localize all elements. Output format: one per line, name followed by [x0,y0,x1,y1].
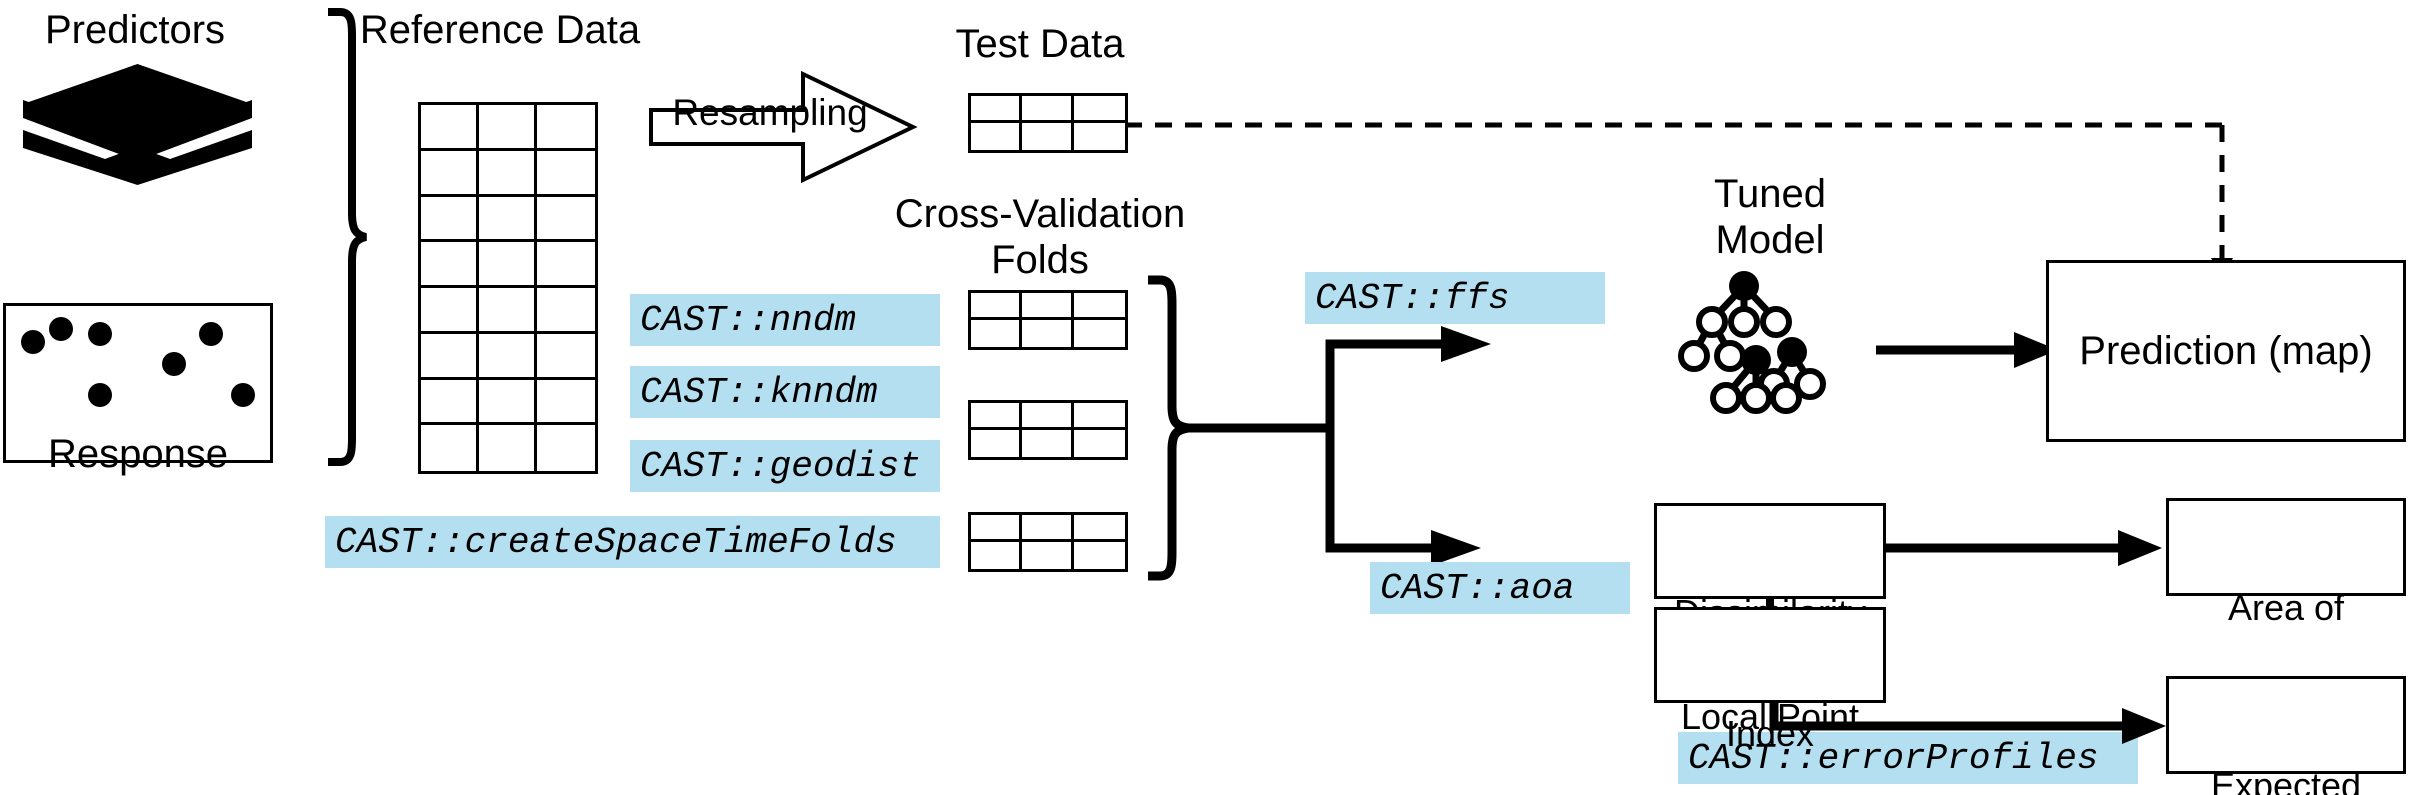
table-cell [1074,430,1125,457]
cast-aoa-label[interactable]: CAST::aoa [1370,562,1630,614]
table-cell [537,334,595,380]
cast-knndm-label[interactable]: CAST::knndm [630,366,940,418]
dissimilarity-index-box[interactable]: Dissimilarity Index [1654,503,1886,753]
scatter-points-icon [3,303,273,463]
table-cell [1073,515,1125,542]
table-cell [537,288,595,334]
table-cell [971,430,1023,457]
cv-fold-table-3 [968,512,1128,572]
predictors-label: Predictors [44,8,226,52]
table-cell [971,515,1023,542]
cast-nndm-label[interactable]: CAST::nndm [630,294,940,346]
table-cell [537,242,595,288]
table-cell [971,542,1023,569]
cast-ffs-label[interactable]: CAST::ffs [1305,272,1605,324]
response-box [3,303,273,463]
cv-fold-table-2 [968,400,1128,460]
table-cell [971,320,1023,347]
table-cell [537,380,595,426]
cast-errorprofiles-label[interactable]: CAST::errorProfiles [1678,732,2138,784]
layers-stack-icon [20,62,255,187]
prediction-map-box[interactable]: Prediction (map) [2046,260,2406,442]
table-cell [421,150,479,197]
table-cell [1022,515,1074,542]
table-cell [1022,96,1074,123]
di-to-lpd-connector [1766,597,1774,609]
left-brace [322,8,372,468]
model-to-prediction-arrow [1876,330,2058,370]
area-of-applicability-label-line1: Area of [2227,586,2345,628]
resampling-label: Resampling [672,92,868,133]
table-cell [479,242,537,288]
response-label: Response [47,432,229,476]
table-cell [1074,542,1125,569]
table-cell [1074,123,1125,150]
table-cell [421,105,479,151]
test-data-label: Test Data [955,22,1125,66]
tuned-model-label-line2: Model [1715,218,1825,262]
cross-validation-folds-label-line1: Cross-Validation [894,192,1186,236]
table-cell [421,242,479,288]
table-cell [479,150,537,197]
tuned-model-label-line1: Tuned [1714,172,1826,216]
expected-error-label-line1: Expected [2210,764,2362,795]
table-cell [479,333,537,380]
table-cell [1022,293,1074,320]
table-cell [421,288,479,334]
cv-fold-table-1 [968,290,1128,350]
di-to-aoa-arrow [1886,528,2166,568]
table-cell [479,379,537,426]
local-point-density-box[interactable]: Local Point Density [1654,607,1886,736]
table-cell [1073,96,1125,123]
table-cell [421,379,479,426]
cast-geodist-label[interactable]: CAST::geodist [630,440,940,492]
table-cell [1073,403,1125,430]
table-cell [479,196,537,243]
table-cell [421,425,479,471]
table-cell [479,105,537,151]
lpd-to-expected-error-arrow [1760,700,2170,760]
folds-split-connector [1186,326,1616,630]
table-cell [537,425,595,471]
table-cell [1073,293,1125,320]
area-of-applicability-box[interactable]: Area of Applicability [2166,498,2406,748]
reference-data-label: Reference Data [359,8,641,52]
test-data-table [968,93,1128,153]
table-cell [971,123,1023,150]
table-cell [1022,320,1074,347]
table-cell [479,288,537,334]
table-cell [537,105,595,151]
cast-createspacetimefolds-label[interactable]: CAST::createSpaceTimeFolds [325,516,940,568]
table-cell [971,293,1023,320]
prediction-map-label: Prediction (map) [2079,328,2373,373]
table-cell [421,196,479,243]
expected-error-box[interactable]: Expected Error [2166,676,2406,795]
table-cell [1074,320,1125,347]
resampling-arrow [648,62,948,192]
table-cell [421,333,479,380]
decision-tree-icon [1678,271,1862,432]
table-cell [1022,430,1074,457]
table-cell [971,96,1023,123]
table-cell [537,151,595,197]
cross-validation-folds-label-line2: Folds [991,238,1089,282]
table-cell [1022,123,1074,150]
reference-data-table [418,102,598,474]
table-cell [1022,542,1074,569]
table-cell [537,197,595,243]
table-cell [1022,403,1074,430]
table-cell [971,403,1023,430]
table-cell [479,425,537,471]
